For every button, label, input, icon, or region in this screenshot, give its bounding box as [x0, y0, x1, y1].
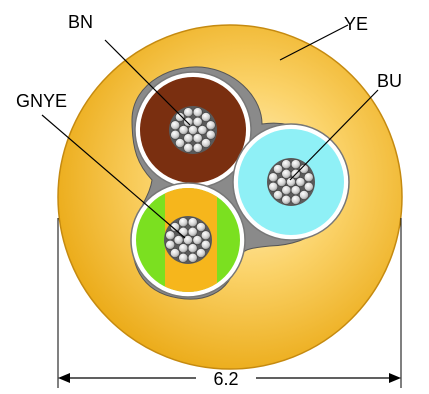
wire-strand [303, 181, 314, 192]
wire-strand [303, 172, 314, 183]
brown-core-conductor [169, 106, 217, 154]
gnye-leader-line [41, 114, 186, 239]
blue-core-conductor [267, 158, 315, 206]
bu-label: BU [377, 71, 402, 91]
wire-strand [200, 230, 211, 241]
wire-strand [281, 159, 292, 170]
wire-strand [281, 194, 292, 205]
ye-label: YE [344, 14, 368, 34]
wire-strand [170, 120, 181, 131]
wire-strand [273, 164, 283, 174]
wire-strand [200, 239, 211, 250]
bu-leader-line [289, 89, 379, 181]
wire-strand [205, 120, 216, 131]
wire-strand [295, 177, 306, 187]
wire-strand [299, 164, 309, 174]
wire-strand [192, 116, 203, 127]
bn-label: BN [68, 12, 93, 32]
wire-strand [165, 239, 176, 250]
wire-strand [175, 138, 185, 148]
wire-strand [290, 159, 301, 170]
wire-strand [183, 116, 194, 127]
bn-leader-line [104, 39, 191, 126]
wire-strand [192, 142, 203, 153]
wire-strand [276, 177, 287, 187]
wire-strand [196, 248, 206, 258]
wire-strand [187, 243, 198, 254]
wire-strand [281, 168, 292, 179]
wire-strand [188, 125, 198, 135]
wire-strand [175, 112, 185, 122]
wire-strand [201, 138, 211, 148]
wire-strand [183, 142, 194, 153]
wire-strand [290, 194, 301, 205]
wire-strand [192, 107, 203, 118]
wire-strand [192, 235, 203, 245]
wire-strand [205, 129, 216, 140]
wire-strand [183, 133, 194, 144]
wire-strand [165, 230, 176, 241]
wire-strand [187, 226, 198, 237]
wire-strand [268, 181, 279, 192]
gnye-label: GNYE [16, 91, 67, 111]
wire-strand [299, 190, 309, 200]
wire-strand [273, 190, 283, 200]
wire-strand [281, 185, 292, 196]
wire-strand [178, 125, 189, 135]
wire-strand [268, 172, 279, 183]
wire-strand [183, 235, 193, 245]
wire-strand [170, 222, 180, 232]
wire-strand [187, 217, 198, 228]
wire-strand [178, 217, 189, 228]
wire-strand [290, 185, 301, 196]
wire-strand [192, 133, 203, 144]
wire-strand [178, 243, 189, 254]
wire-strand [178, 226, 189, 237]
dimension-arrow-right [389, 373, 401, 383]
wire-strand [201, 112, 211, 122]
wire-strand [170, 248, 180, 258]
wire-strand [178, 252, 189, 263]
wire-strand [197, 125, 208, 135]
wire-strand [173, 235, 184, 245]
ye-leader-line [279, 24, 349, 61]
wire-strand [196, 222, 206, 232]
dimension-arrow-left [58, 373, 70, 383]
wire-strand [183, 107, 194, 118]
wire-strand [170, 129, 181, 140]
wire-strand [187, 252, 198, 263]
green-yellow-core-conductor [164, 216, 212, 264]
dimension-value: 6.2 [213, 369, 238, 389]
